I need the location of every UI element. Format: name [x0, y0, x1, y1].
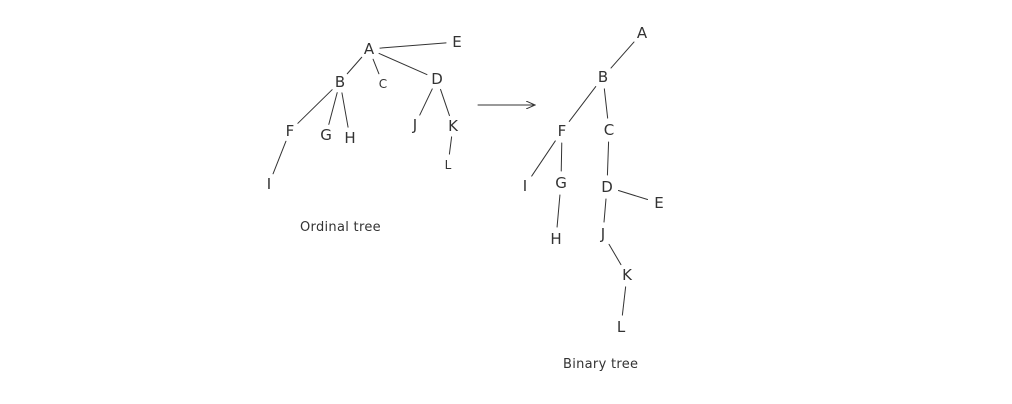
- binary-tree-edge-d-e: [617, 190, 649, 200]
- ordinal-tree-edge-a-e: [379, 42, 447, 49]
- ordinal-tree-node-g: G: [320, 126, 332, 144]
- ordinal-tree-edge-k-l: [448, 136, 453, 155]
- binary-tree-edge-a-b: [610, 41, 635, 69]
- binary-tree-node-d: D: [601, 178, 613, 196]
- ordinal-tree-node-i: I: [267, 175, 271, 193]
- ordinal-tree-edge-a-b: [346, 56, 363, 75]
- ordinal-tree-node-l: L: [445, 158, 452, 172]
- ordinal-tree-edge-b-f: [297, 89, 333, 124]
- binary-tree-edge-f-i: [531, 140, 556, 177]
- ordinal-tree-edge-d-j: [419, 88, 433, 116]
- ordinal-tree-node-a: A: [364, 40, 375, 58]
- binary-tree-node-f: F: [558, 122, 567, 140]
- ordinal-tree-node-f: F: [286, 122, 295, 140]
- ordinal-tree-node-j: J: [412, 116, 417, 134]
- binary-tree-edge-c-d: [606, 141, 610, 176]
- binary-tree-node-e: E: [654, 194, 663, 212]
- binary-tree-node-k: K: [622, 266, 633, 284]
- ordinal-tree-edge-a-c: [372, 58, 380, 75]
- ordinal-tree-node-c: C: [379, 77, 387, 91]
- binary-tree-edge-b-c: [603, 88, 609, 119]
- binary-tree-node-j: J: [600, 225, 605, 243]
- ordinal-tree-edge-a-d: [378, 52, 428, 76]
- binary-tree: A B F C I G D E H J K L Binary tree: [523, 24, 664, 372]
- binary-tree-node-g: G: [555, 174, 567, 192]
- binary-tree-nodes: A B F C I G D E H J K L: [523, 24, 664, 336]
- ordinal-tree-node-h: H: [344, 129, 355, 147]
- binary-tree-edge-k-l: [621, 286, 627, 316]
- ordinal-tree-caption: Ordinal tree: [300, 220, 381, 235]
- binary-tree-node-a: A: [637, 24, 648, 42]
- binary-tree-node-b: B: [598, 68, 608, 86]
- binary-tree-node-l: L: [617, 318, 626, 336]
- binary-tree-edge-d-j: [603, 198, 607, 223]
- ordinal-tree-node-d: D: [431, 70, 443, 88]
- ordinal-tree-edge-d-k: [440, 88, 450, 117]
- ordinal-tree-edges: [272, 42, 453, 175]
- binary-tree-edges: [531, 41, 649, 316]
- ordinal-tree-node-e: E: [452, 33, 461, 51]
- ordinal-tree-edge-f-i: [272, 140, 287, 175]
- ordinal-tree-edge-b-g: [328, 92, 338, 125]
- binary-tree-edge-j-k: [608, 243, 622, 266]
- binary-tree-node-i: I: [523, 177, 527, 195]
- binary-tree-caption: Binary tree: [563, 357, 638, 372]
- binary-tree-node-h: H: [550, 230, 561, 248]
- binary-tree-edge-f-g: [560, 142, 563, 172]
- binary-tree-edge-g-h: [556, 194, 561, 228]
- binary-tree-edge-b-f: [568, 86, 597, 122]
- ordinal-tree-edge-b-h: [341, 92, 349, 128]
- ordinal-tree-node-b: B: [335, 73, 345, 91]
- binary-tree-node-c: C: [604, 121, 614, 139]
- ordinal-tree-node-k: K: [448, 117, 459, 135]
